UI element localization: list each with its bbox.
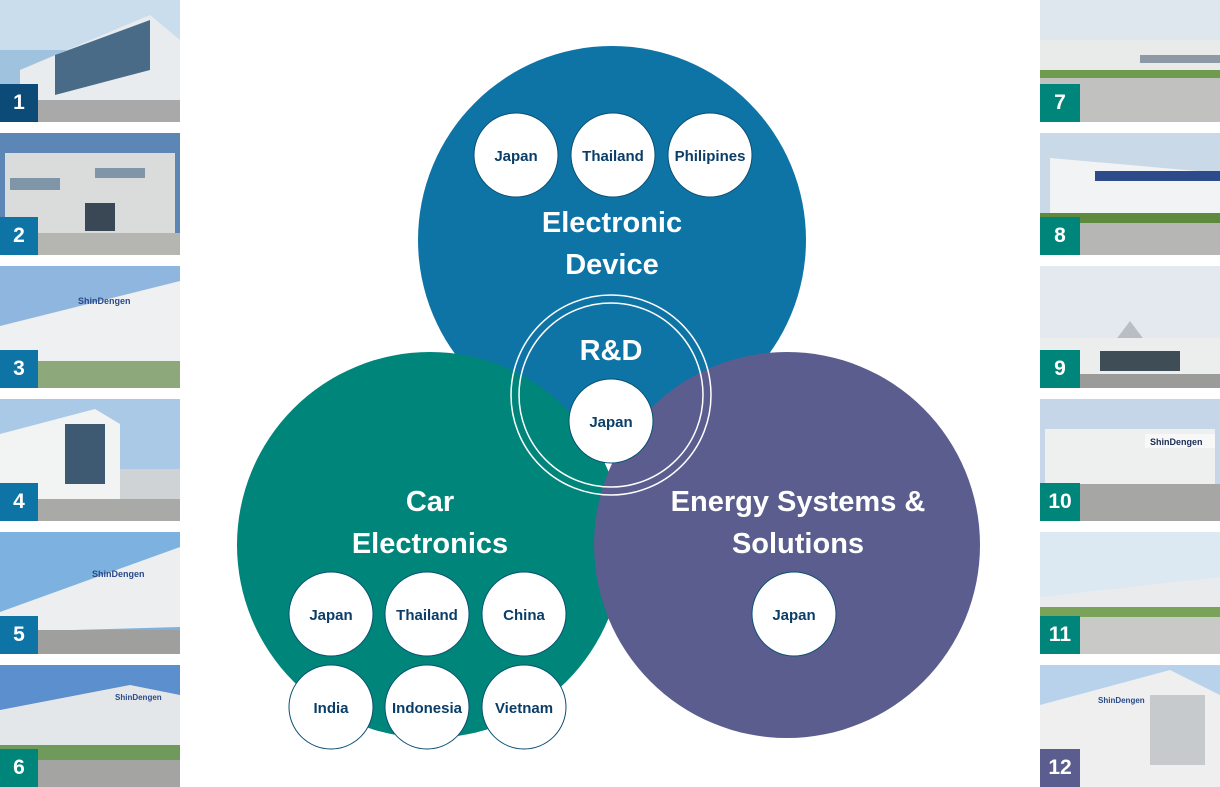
location-bubble (667, 112, 753, 198)
location-bubble (568, 378, 654, 464)
energy-systems-title-line2: Solutions (732, 528, 864, 560)
location-bubble (481, 664, 567, 750)
energy-systems-title-line1: Energy Systems & (671, 486, 926, 518)
location-label: China (503, 607, 545, 624)
location-label: Thailand (396, 607, 458, 624)
photo-number-badge: 11 (1040, 616, 1080, 654)
location-label: Thailand (582, 148, 644, 165)
factory-photo-1: 1 (0, 0, 180, 122)
location-label: India (313, 700, 349, 717)
factory-photo-3: ShinDengen 3 (0, 266, 180, 388)
location-bubble (570, 112, 656, 198)
factory-photo-9: 9 (1040, 266, 1220, 388)
factory-photo-5: ShinDengen 5 (0, 532, 180, 654)
photo-number-badge: 3 (0, 350, 38, 388)
rnd-title: R&D (580, 335, 643, 367)
factory-photo-4-image (0, 399, 180, 521)
sign-logo: ShinDengen (1150, 437, 1203, 447)
factory-photo-8: 8 (1040, 133, 1220, 255)
factory-photo-6: ShinDengen 6 (0, 665, 180, 787)
photo-number-badge: 2 (0, 217, 38, 255)
photo-number-badge: 1 (0, 84, 38, 122)
photo-number-badge: 6 (0, 749, 38, 787)
factory-photo-2: 2 (0, 133, 180, 255)
factory-photo-11: 11 (1040, 532, 1220, 654)
factory-photo-10: ShinDengen 10 (1040, 399, 1220, 521)
electronic-device-locations: Japan Thailand Philipines (473, 112, 753, 198)
location-bubble (384, 664, 470, 750)
energy-systems-circle (594, 352, 980, 738)
sign-logo: ShinDengen (78, 296, 131, 306)
photo-number-badge: 5 (0, 616, 38, 654)
factory-photo-1-image (0, 0, 180, 122)
factory-photo-8-image (1040, 133, 1220, 255)
sign-logo: ShinDengen (92, 569, 145, 579)
factory-photo-7: 7 (1040, 0, 1220, 122)
location-label: Japan (589, 414, 632, 431)
location-label: Japan (309, 607, 352, 624)
electronic-device-title-line1: Electronic (542, 207, 682, 239)
rnd-inner-ring (518, 302, 704, 488)
car-electronics-title-line1: Car (406, 486, 454, 518)
location-bubble (481, 571, 567, 657)
car-electronics-locations: Japan Thailand China India Indonesia Vie… (288, 571, 567, 750)
location-bubble (473, 112, 559, 198)
rnd-outer-ring (510, 294, 712, 496)
photo-number-badge: 7 (1040, 84, 1080, 122)
sign-logo: ShinDengen (115, 693, 162, 702)
sign-logo: ShinDengen (1098, 696, 1145, 705)
photo-number-badge: 10 (1040, 483, 1080, 521)
photo-number-badge: 9 (1040, 350, 1080, 388)
car-electronics-title-line2: Electronics (352, 528, 508, 560)
location-bubble (288, 664, 374, 750)
location-label: Vietnam (495, 700, 553, 717)
location-label: Philipines (675, 148, 746, 165)
location-bubble (751, 571, 837, 657)
location-bubble (384, 571, 470, 657)
photo-number-badge: 4 (0, 483, 38, 521)
factory-photo-4: 4 (0, 399, 180, 521)
electronic-device-title-line2: Device (565, 249, 659, 281)
location-label: Indonesia (392, 700, 463, 717)
photo-number-badge: 12 (1040, 749, 1080, 787)
location-bubble (288, 571, 374, 657)
photo-number-badge: 8 (1040, 217, 1080, 255)
location-label: Japan (772, 607, 815, 624)
factory-photo-12: ShinDengen 12 (1040, 665, 1220, 787)
location-label: Japan (494, 148, 537, 165)
factory-photo-5-image: ShinDengen (0, 532, 180, 654)
